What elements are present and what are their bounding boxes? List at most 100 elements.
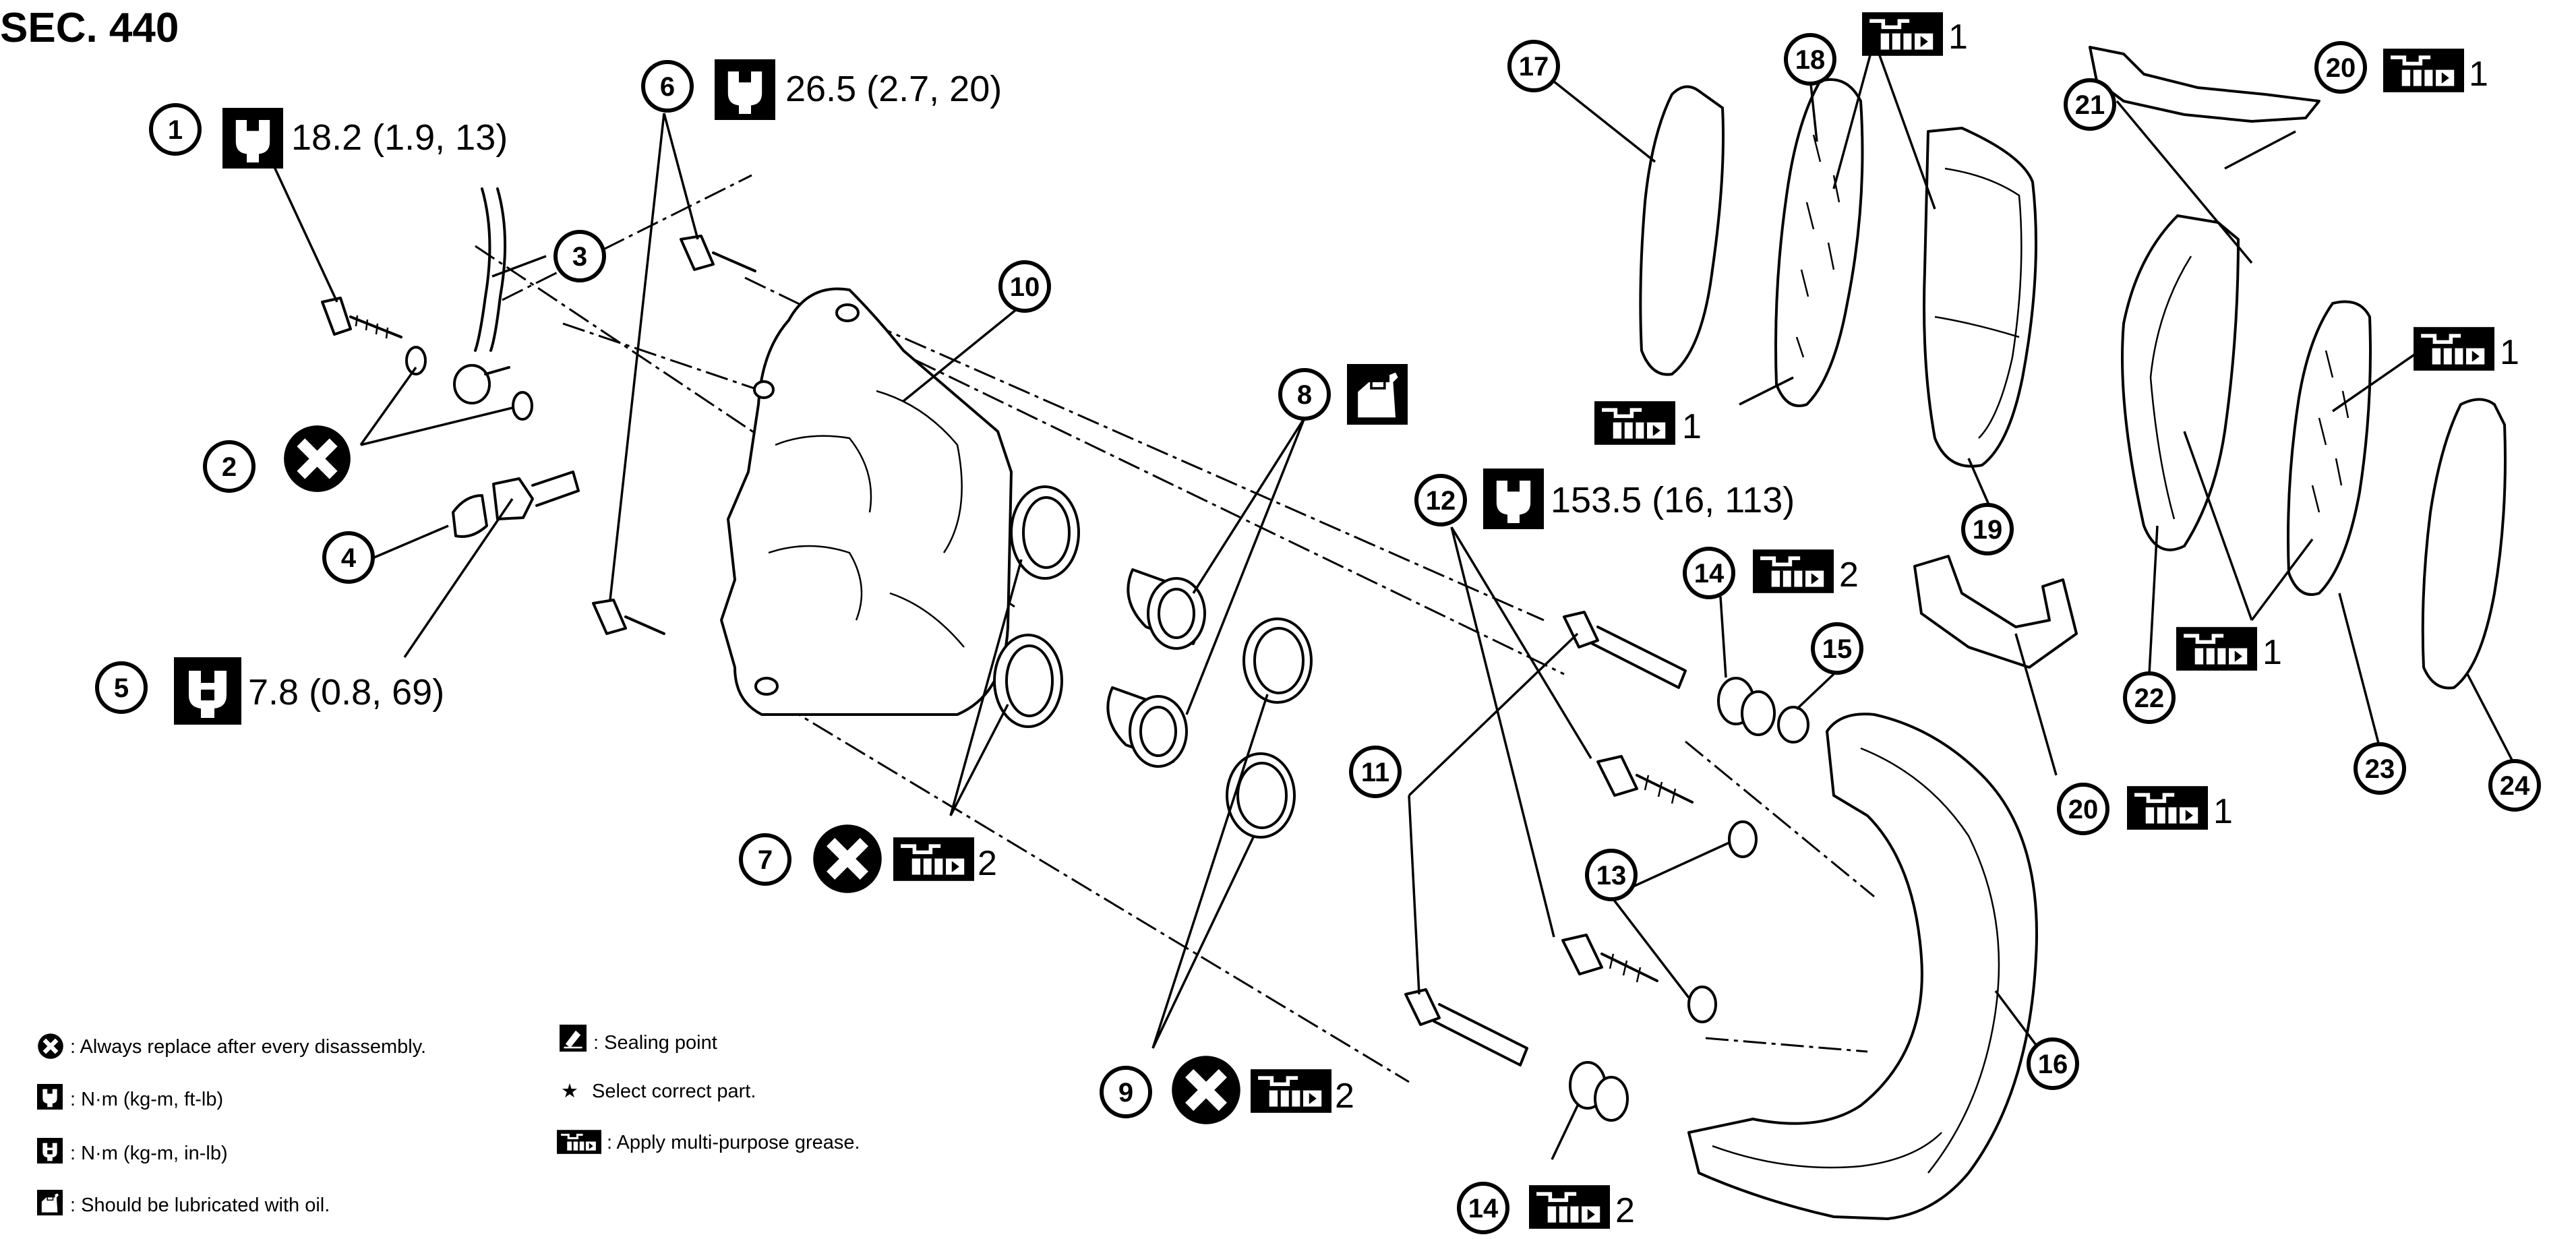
copper-washer-2	[512, 391, 533, 421]
callout-15: 15	[1813, 624, 1861, 673]
callout-24: 24	[2490, 761, 2539, 810]
outer-brake-pad	[1923, 127, 2037, 468]
callout-number: 19	[1973, 515, 2003, 545]
section-title: SEC. 440	[0, 5, 179, 51]
callout-12: 12 153.5 (16, 113)	[1416, 469, 1795, 529]
union-bolt	[321, 297, 402, 339]
grease-icon	[1529, 1185, 1610, 1229]
legend-text: Select correct part.	[592, 1081, 756, 1102]
caliper-bolt-lower	[592, 599, 665, 635]
washer-lower	[1687, 986, 1717, 1023]
callout-10: 10	[1000, 262, 1049, 311]
callout-number: 20	[2068, 795, 2099, 824]
callout-number: 7	[758, 845, 773, 875]
callout-number: 11	[1361, 758, 1389, 787]
callouts: 1 18.2 (1.9, 13) 2 3 4 5 7.8 (0.8, 69)	[97, 12, 2539, 1232]
legend-text: : Should be lubricated with oil.	[70, 1195, 330, 1216]
callout-number: 20	[2326, 53, 2356, 83]
callout-number: 5	[114, 673, 129, 703]
callout-5: 5 7.8 (0.8, 69)	[97, 657, 444, 725]
dust-boot-lower-inner	[1236, 762, 1288, 829]
grease-icon	[1251, 1069, 1331, 1113]
legend-item-oil: : Should be lubricated with oil.	[37, 1190, 330, 1216]
caliper-body	[720, 287, 1013, 716]
callout-number: 18	[1795, 45, 1826, 75]
torque-icon	[37, 1084, 63, 1110]
callout-number: 16	[2038, 1050, 2068, 1079]
callout-number: 8	[1297, 380, 1312, 410]
torque-member-bolt-upper	[1596, 755, 1694, 804]
torque-small-icon	[37, 1138, 63, 1164]
legend: : Always replace after every disassembly…	[37, 1025, 860, 1216]
piston-upper	[1127, 568, 1206, 650]
pin-boot-upper	[1717, 677, 1776, 736]
grease-icon	[2127, 786, 2208, 830]
callout-3: 3	[556, 232, 604, 280]
oil-icon	[1347, 364, 1408, 425]
sealing-icon	[560, 1025, 587, 1052]
dust-boot-upper-inner	[1253, 627, 1305, 694]
callout-14: 14 2	[1685, 549, 1859, 597]
callout-16: 16	[2029, 1039, 2077, 1088]
callout-number: 17	[1519, 52, 1549, 82]
callout-9: 9 2	[1102, 1056, 1354, 1124]
callout-number: 1	[168, 115, 183, 145]
bleeder-cap	[452, 494, 488, 538]
callout-number: 10	[1010, 272, 1040, 302]
washer-upper	[1728, 820, 1758, 858]
callout-number: 4	[341, 543, 357, 573]
callout-20: 20 1	[2316, 43, 2488, 94]
callout-number: 13	[1596, 861, 1627, 890]
torque-spec: 153.5 (16, 113)	[1551, 480, 1795, 520]
grease-label-23-upper: 1	[2414, 327, 2519, 372]
bushing	[1777, 706, 1809, 744]
slide-pin-lower	[1404, 988, 1528, 1066]
legend-item-star: ★ Select correct part.	[561, 1081, 756, 1102]
grease-icon	[893, 837, 974, 881]
callout-number: 14	[1468, 1194, 1499, 1223]
grease-quantity: 1	[2469, 55, 2488, 94]
callout-number: 24	[2500, 771, 2530, 801]
torque-member	[1687, 713, 2038, 1220]
grease-quantity: 2	[1615, 1191, 1635, 1230]
callout-number: 15	[1822, 634, 1853, 664]
pin-boot-lower	[1569, 1061, 1629, 1122]
oil-icon	[37, 1190, 63, 1215]
torque-member-bolt-lower	[1561, 934, 1658, 983]
legend-text: : Always replace after every disassembly…	[70, 1036, 426, 1058]
legend-text: : Sealing point	[593, 1032, 717, 1054]
grease-label-18-lower: 1	[1594, 401, 1702, 446]
replace-icon	[284, 425, 351, 492]
grease-quantity: 1	[2213, 792, 2233, 831]
piston-seal-lower-inner	[1005, 644, 1054, 717]
grease-quantity: 1	[1682, 407, 1702, 446]
inner-brake-pad	[2121, 214, 2240, 551]
callout-14-lower: 14 2	[1459, 1184, 1635, 1232]
legend-text: : N·m (kg-m, in-lb)	[70, 1143, 228, 1164]
grease-icon	[1594, 401, 1675, 445]
grease-quantity: 1	[2500, 333, 2519, 372]
inner-shim	[2287, 300, 2372, 596]
callout-number: 12	[1426, 486, 1456, 516]
slide-pin-upper	[1563, 611, 1687, 689]
legend-text: : N·m (kg-m, ft-lb)	[70, 1089, 223, 1110]
legend-item-torque-small: : N·m (kg-m, in-lb)	[37, 1138, 228, 1164]
callout-18: 18 1	[1786, 12, 1968, 84]
parts-artwork	[321, 46, 2507, 1220]
callout-number: 22	[2134, 684, 2165, 713]
grease-icon	[2383, 49, 2464, 92]
legend-item-grease: : Apply multi-purpose grease.	[557, 1130, 860, 1154]
piston-seal-upper-inner	[1022, 496, 1071, 569]
torque-icon	[715, 59, 775, 120]
star-icon: ★	[561, 1081, 578, 1102]
callout-number: 14	[1694, 559, 1725, 588]
callout-number: 21	[2075, 90, 2105, 120]
outer-shim-cover	[1639, 85, 1725, 376]
inner-shim-cover	[2421, 398, 2507, 690]
bleeder-valve	[492, 471, 580, 520]
legend-item-torque: : N·m (kg-m, ft-lb)	[37, 1084, 223, 1110]
callout-7: 7 2	[741, 824, 997, 893]
callout-4: 4	[324, 533, 373, 582]
callout-23: 23	[2356, 744, 2404, 793]
callout-21: 21	[2066, 80, 2114, 129]
